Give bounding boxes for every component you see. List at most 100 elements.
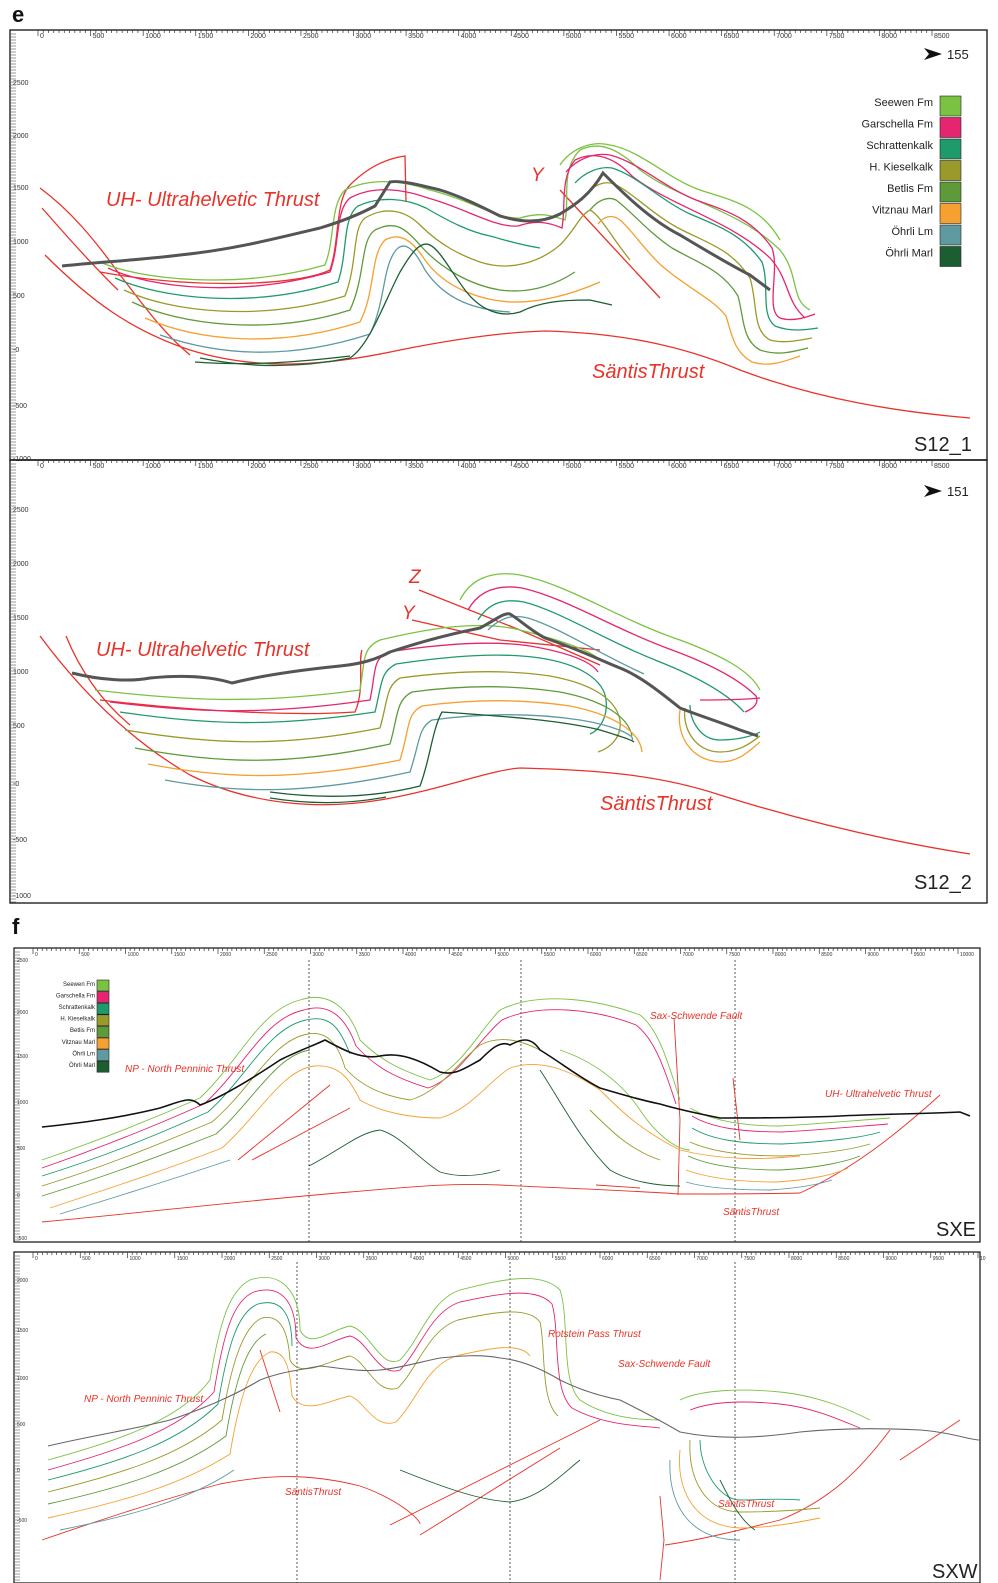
s12-2-x-tick-label: 500 bbox=[93, 463, 105, 470]
legend-label: H. Kieselkalk bbox=[60, 1017, 96, 1023]
s12-2-x-tick-label: 1500 bbox=[198, 463, 214, 470]
legend-label: Seewen Fm bbox=[63, 982, 95, 988]
s12-1-x-tick-label: 8000 bbox=[881, 33, 897, 40]
sxe-x-tick-label: 500 bbox=[81, 952, 90, 958]
sxw-x-tick-label: 4000 bbox=[413, 1256, 424, 1262]
legend-label: Vitznau Marl bbox=[872, 204, 933, 216]
s12-2-x-tick-label: 3500 bbox=[408, 463, 424, 470]
topography-sxw bbox=[47, 1355, 981, 1447]
ultrahelvetic-thrust-line-2 bbox=[65, 635, 131, 726]
sxe-x-tick-label: 2000 bbox=[220, 952, 231, 958]
sxe-uh-label: UH- Ultrahelvetic Thrust bbox=[825, 1089, 933, 1100]
section-s12-1: UH- Ultrahelvetic Thrust SäntisThrust Y … bbox=[39, 47, 972, 456]
s12-2-x-tick-label: 5000 bbox=[566, 463, 582, 470]
topography-sxe bbox=[41, 1039, 971, 1128]
s12-1-x-tick-label: 5500 bbox=[618, 33, 634, 40]
s12-1-y-tick-label: 2000 bbox=[13, 133, 29, 140]
s12-1-x-tick-label: 7000 bbox=[776, 33, 792, 40]
legend-label: Öhrli Marl bbox=[69, 1062, 95, 1069]
sxw-santis-label-2: SäntisThrust bbox=[718, 1499, 775, 1510]
sxe-np-label: NP - North Penninic Thrust bbox=[125, 1064, 245, 1075]
legend-swatch bbox=[96, 1049, 110, 1061]
sxe-uh-thrust bbox=[799, 1094, 941, 1194]
sxe-y-tick-label: 2500 bbox=[17, 958, 28, 964]
legend-label: Schrattenkalk bbox=[59, 1005, 96, 1011]
sxw-y-tick-label: 1000 bbox=[17, 1376, 28, 1382]
s12-2-x-tick-label: 8000 bbox=[881, 463, 897, 470]
s12-2-x-tick-label: 6500 bbox=[724, 463, 740, 470]
legend-swatch bbox=[96, 1014, 110, 1027]
s12-2-santis-label: SäntisThrust bbox=[600, 793, 714, 815]
sxw-santis-label-1: SäntisThrust bbox=[285, 1487, 342, 1498]
legend-swatch bbox=[939, 95, 962, 117]
section-intersection-lines bbox=[296, 960, 736, 1583]
sxw-x-tick-label: 9500 bbox=[933, 1256, 944, 1262]
legend-label: Betlis Fm bbox=[887, 183, 933, 195]
s12-1-x-tick-label: 4000 bbox=[461, 33, 477, 40]
sxw-x-tick-label: 1000 bbox=[130, 1256, 141, 1262]
legend-label: Schrattenkalk bbox=[866, 140, 933, 152]
sxw-section-name: SXW bbox=[932, 1561, 978, 1583]
sxw-y-tick-label: 0 bbox=[17, 1468, 20, 1474]
s12-1-y-tick-label: 1500 bbox=[13, 185, 29, 192]
sxw-x-tick-label: 10 bbox=[980, 1256, 986, 1262]
legend-swatch bbox=[939, 160, 962, 181]
sxw-x-tick-label: 4500 bbox=[460, 1256, 471, 1262]
s12-1-y-tick-label: -0 bbox=[13, 347, 19, 354]
sxe-santis-thrust bbox=[41, 1183, 801, 1223]
legend-label: Öhrli Marl bbox=[885, 247, 933, 259]
sxe-x-tick-label: 4500 bbox=[451, 952, 462, 958]
legend-swatch bbox=[96, 1060, 110, 1073]
santis-thrust-line-2 bbox=[39, 635, 971, 855]
legend-swatch bbox=[939, 224, 962, 246]
legend-swatch bbox=[939, 181, 962, 203]
legend-label: Betlis Fm bbox=[70, 1028, 95, 1034]
s12-2-uh-label: UH- Ultrahelvetic Thrust bbox=[96, 639, 311, 661]
s12-1-x-tick-label: 3000 bbox=[356, 33, 372, 40]
legend-swatch bbox=[96, 979, 110, 992]
s12-2-x-tick-label: 2500 bbox=[303, 463, 319, 470]
ultrahelvetic-top bbox=[99, 155, 407, 285]
s12-1-x-tick-label: 6000 bbox=[671, 33, 687, 40]
sxe-x-tick-label: 3000 bbox=[313, 952, 324, 958]
panel-label-e: e bbox=[12, 2, 25, 27]
s12-2-y-tick-label: 1500 bbox=[13, 615, 29, 622]
s12-1-x-tick-label: 0 bbox=[40, 33, 44, 40]
s12-2-horizons bbox=[94, 573, 761, 804]
s12-2-x-tick-label: 2000 bbox=[250, 463, 266, 470]
sxe-x-tick-label: 8500 bbox=[821, 952, 832, 958]
sxe-y-tick-label: 0 bbox=[17, 1193, 20, 1199]
s12-2-section-name: S12_2 bbox=[914, 872, 972, 894]
sxe-y-tick-label: 1000 bbox=[17, 1100, 28, 1106]
s12-1-uh-label: UH- Ultrahelvetic Thrust bbox=[106, 189, 321, 211]
sxe-y-tick-label: 1500 bbox=[17, 1054, 28, 1060]
sxw-x-tick-label: 5000 bbox=[508, 1256, 519, 1262]
section-s12-2: UH- Ultrahelvetic Thrust SäntisThrust Y … bbox=[39, 484, 972, 894]
santis-thrust-line bbox=[44, 254, 971, 419]
legend-label: Garschella Fm bbox=[861, 118, 933, 130]
s12-1-x-tick-label: 1500 bbox=[198, 33, 214, 40]
sxe-x-tick-label: 1500 bbox=[174, 952, 185, 958]
s12-1-azimuth: 155 bbox=[947, 47, 969, 62]
s12-1-y-label: Y bbox=[531, 165, 545, 186]
frame-sxe bbox=[13, 947, 981, 1243]
sxe-x-tick-label: 4000 bbox=[405, 952, 416, 958]
sxe-x-tick-label: 5000 bbox=[498, 952, 509, 958]
sxe-x-tick-label: 1000 bbox=[128, 952, 139, 958]
s12-2-x-tick-label: 4000 bbox=[461, 463, 477, 470]
legend-swatch bbox=[96, 991, 110, 1003]
s12-1-y-tick-label: 2500 bbox=[13, 80, 29, 87]
sxw-x-tick-label: 7000 bbox=[697, 1256, 708, 1262]
s12-1-y-tick-label: -500 bbox=[13, 403, 27, 410]
sxw-x-tick-label: 8000 bbox=[791, 1256, 802, 1262]
sxw-sax-label: Sax-Schwende Fault bbox=[618, 1359, 711, 1370]
azimuth-arrow-icon bbox=[924, 48, 942, 60]
s12-2-y-label: Y bbox=[402, 603, 416, 624]
sxe-y-tick-label: 500 bbox=[17, 1146, 26, 1152]
sxw-y-tick-label: 2000 bbox=[17, 1278, 28, 1284]
sxe-x-tick-label: 0 bbox=[35, 952, 38, 958]
s12-2-y-tick-label: 1000 bbox=[13, 669, 29, 676]
